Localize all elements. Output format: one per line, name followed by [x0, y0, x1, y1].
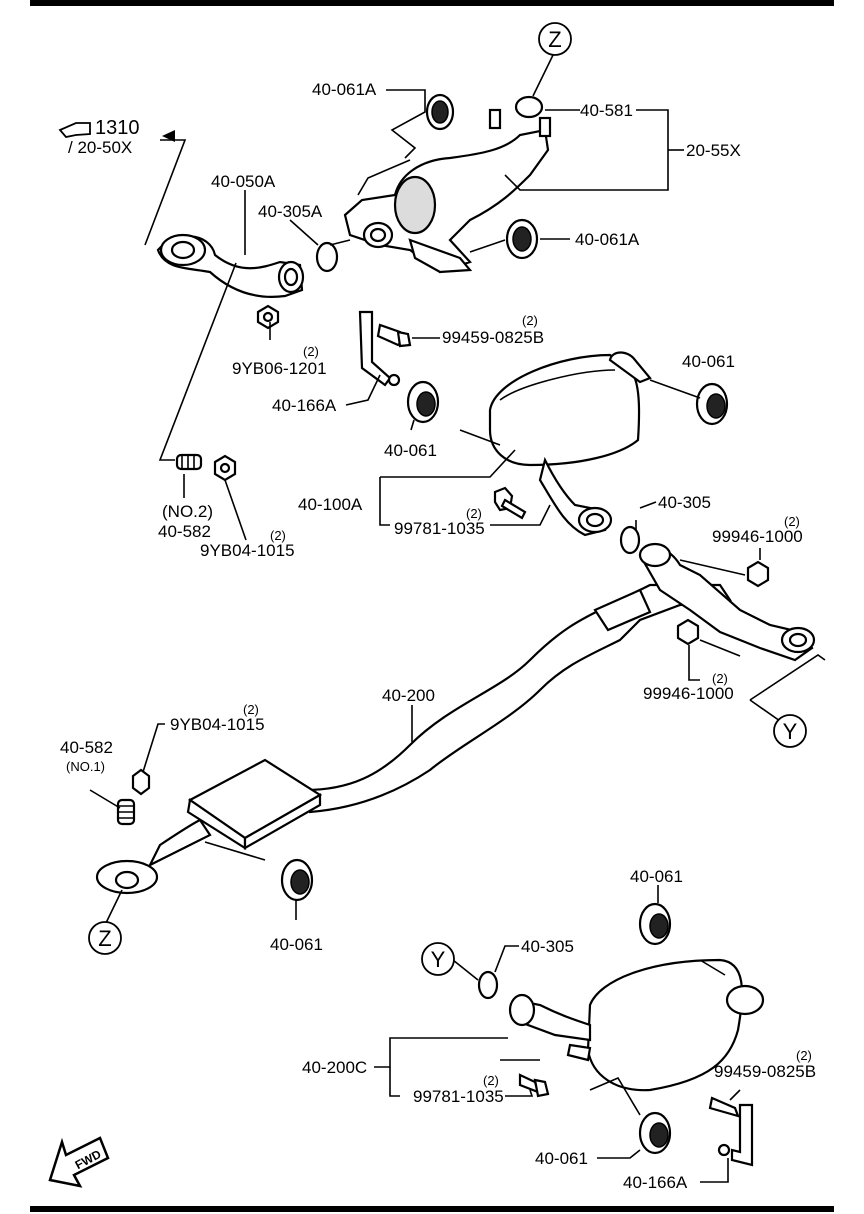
hanger-40-061A-mid [469, 218, 539, 260]
label-40-200C: 40-200C [302, 1058, 367, 1077]
label-99946-top: 99946-1000 [712, 527, 803, 546]
label-99781-bot: 99781-1035 [413, 1087, 504, 1106]
label-40-582-no1-note: (NO.1) [66, 759, 105, 774]
label-40-305A: 40-305A [258, 202, 323, 221]
nut-99946-1000-top [746, 560, 770, 588]
label-9YB04-top-qty: (2) [270, 528, 286, 543]
label-40-061-mid: 40-061 [384, 441, 437, 460]
label-99459-bot-qty: (2) [796, 1048, 812, 1063]
label-99781-top: 99781-1035 [394, 519, 485, 538]
bolt-99781-1035-bot [518, 1073, 550, 1098]
label-40-582-no1: 40-582 [60, 738, 113, 757]
spring-40-582-no2 [175, 453, 203, 471]
label-9YB06-qty: (2) [303, 344, 319, 359]
label-40-050A: 40-050A [211, 172, 276, 191]
catalytic-converter-20-55X [329, 108, 552, 274]
hanger-40-061-bottom [638, 1111, 672, 1155]
gasket-40-305-bot [477, 970, 499, 1000]
bolt-99781-1035-top [493, 486, 527, 520]
leader-lines [89, 50, 826, 1183]
center-pipe-40-200 [303, 542, 816, 814]
reference-1310: 1310 / 20-50X [58, 117, 175, 157]
label-99946-bot-qty: (2) [712, 671, 728, 686]
label-9YB06-1201: 9YB06-1201 [232, 359, 327, 378]
bolt-99459-0825B-bot [708, 1096, 740, 1118]
hanger-40-061A-top [425, 93, 455, 131]
pointing-hand-icon [58, 122, 91, 138]
label-99459-bot: 99459-0825B [714, 1062, 816, 1081]
hanger-40-061-topright [649, 379, 729, 426]
muffler-40-100A [459, 351, 652, 537]
label-40-166A-bot: 40-166A [623, 1173, 688, 1192]
label-40-200: 40-200 [382, 686, 435, 705]
nut-9YB06-1201 [256, 304, 280, 330]
bottom-border [30, 1206, 834, 1212]
hanger-40-061-lowleft [280, 858, 314, 902]
callout-z-top: Z [538, 22, 572, 56]
resonator-40-200 [95, 758, 323, 895]
label-99781-bot-qty: (2) [483, 1073, 499, 1088]
callout-y-right: Y [773, 714, 807, 748]
bracket-40-166A-top [358, 310, 401, 387]
nut-9YB04-1015-top [213, 454, 237, 482]
reference-arrowhead [162, 130, 175, 142]
label-40-100A: 40-100A [298, 495, 363, 514]
label-40-582-no2: 40-582 [158, 522, 211, 541]
label-99781-top-qty: (2) [466, 506, 482, 521]
label-40-166A-top: 40-166A [272, 396, 337, 415]
label-40-061A-top: 40-061A [312, 80, 377, 99]
bracket-40-166A-bot [717, 1103, 754, 1167]
label-99459-top: 99459-0825B [442, 328, 544, 347]
label-40-061-bottomright: 40-061 [630, 867, 683, 886]
label-99459-top-qty: (2) [522, 313, 538, 328]
callout-y-bottom-label: Y [431, 947, 446, 972]
callout-y-right-label: Y [783, 719, 798, 744]
label-99946-top-qty: (2) [784, 514, 800, 529]
bolt-99459-0825B-top [376, 323, 412, 348]
label-40-305-bot: 40-305 [521, 937, 574, 956]
nut-9YB04-1015-bot [131, 768, 151, 796]
label-40-061-topright: 40-061 [682, 352, 735, 371]
callout-z-top-label: Z [548, 27, 561, 52]
label-9YB04-bot: 9YB04-1015 [170, 715, 265, 734]
callout-z-left-label: Z [98, 926, 111, 951]
label-40-582-no2-note: (NO.2) [162, 502, 213, 521]
gasket-40-305A [315, 241, 339, 273]
label-20-55X: 20-55X [686, 141, 741, 160]
label-40-061A-mid: 40-061A [575, 230, 640, 249]
label-40-061-bottom: 40-061 [535, 1149, 588, 1168]
spring-40-582-no1 [116, 798, 136, 826]
label-9YB04-bot-qty: (2) [243, 702, 259, 717]
label-99946-bot: 99946-1000 [643, 684, 734, 703]
front-pipe-40-050A [156, 233, 305, 298]
gasket-40-581 [514, 95, 544, 119]
label-40-305-top: 40-305 [658, 493, 711, 512]
gasket-40-305-top [619, 525, 641, 555]
nut-99946-1000-bot [676, 618, 700, 646]
reference-code: 1310 [95, 117, 140, 139]
label-9YB04-top: 9YB04-1015 [200, 541, 295, 560]
part-labels: 40-061A 40-581 20-55X 40-050A 40-305A 40… [60, 80, 816, 1192]
top-border [30, 0, 834, 6]
label-40-061-lowleft: 40-061 [270, 935, 323, 954]
callout-y-bottom: Y [421, 942, 455, 976]
fwd-arrow-icon: FWD [48, 1136, 110, 1188]
muffler-40-200C [508, 958, 765, 1092]
hanger-40-061-bottomright [638, 902, 672, 946]
reference-sub: / 20-50X [68, 138, 132, 157]
hanger-40-061-mid [406, 380, 440, 424]
label-40-581: 40-581 [580, 101, 633, 120]
callout-z-left: Z [88, 921, 122, 955]
